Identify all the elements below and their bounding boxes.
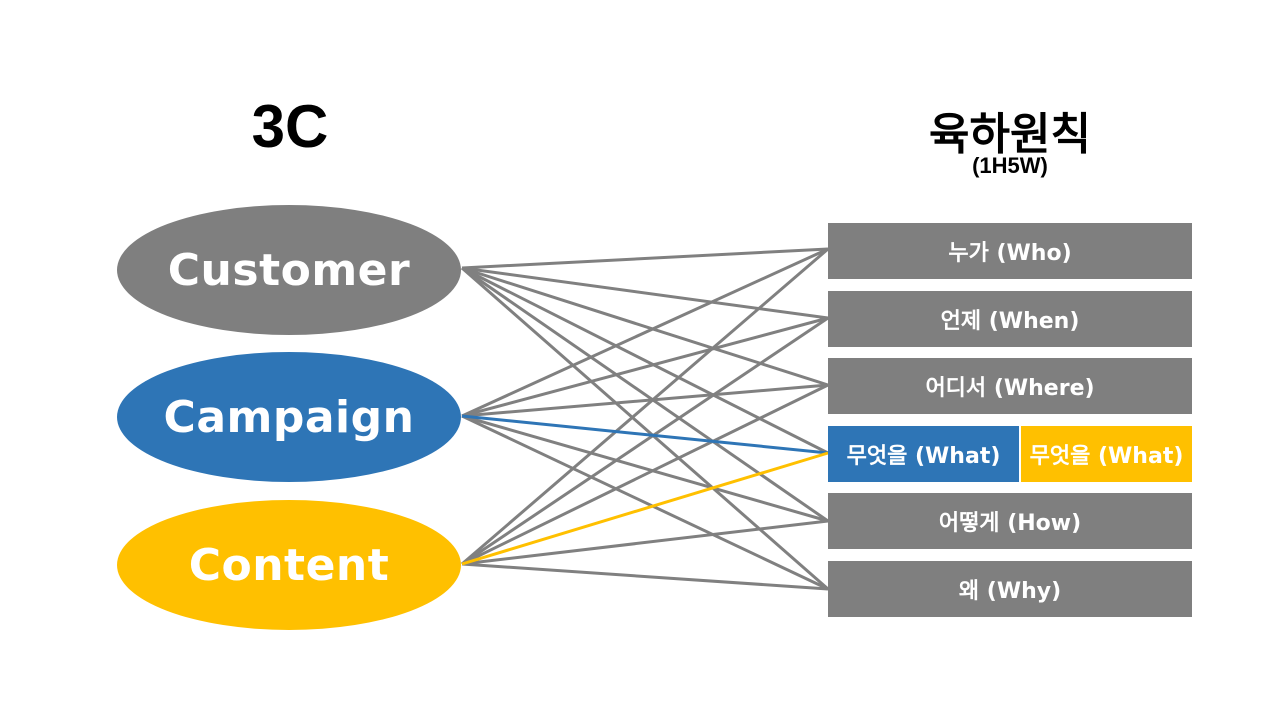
title-3c: 3C <box>251 93 329 160</box>
subtitle-1h5w: (1H5W) <box>972 153 1048 178</box>
connector-campaign-what <box>461 414 829 455</box>
box-what-yellow: 무엇을 (What) <box>1021 426 1192 482</box>
connector-customer-where <box>461 266 829 387</box>
connector-campaign-why <box>461 414 829 591</box>
connector-campaign-where <box>461 383 829 418</box>
connector-customer-who <box>461 247 829 270</box>
connector-content-where <box>461 383 829 566</box>
ellipse-customer: Customer <box>117 205 461 335</box>
box-how: 어떻게 (How) <box>828 493 1192 549</box>
box-when: 언제 (When) <box>828 291 1192 347</box>
box-what-blue: 무엇을 (What) <box>828 426 1019 482</box>
connector-content-why <box>461 562 829 591</box>
box-what-blue-label: 무엇을 (What) <box>846 444 1001 469</box>
connector-campaign-how <box>461 414 829 523</box>
ellipse-content-label: Content <box>188 539 390 591</box>
box-who-label: 누가 (Who) <box>948 241 1072 266</box>
connector-customer-what <box>461 266 829 455</box>
box-what-yellow-label: 무엇을 (What) <box>1029 444 1184 469</box>
ellipse-content: Content <box>117 500 461 630</box>
connector-content-who <box>461 247 829 566</box>
box-how-label: 어떻게 (How) <box>938 511 1082 536</box>
connector-campaign-when <box>461 316 829 418</box>
box-where: 어디서 (Where) <box>828 358 1192 414</box>
title-1h5w-korean: 육하원칙 <box>929 109 1091 160</box>
connector-customer-how <box>461 266 829 523</box>
ellipse-customer-label: Customer <box>167 244 411 296</box>
connector-content-how <box>461 519 829 566</box>
connector-content-when <box>461 316 829 566</box>
ellipse-campaign-label: Campaign <box>163 391 415 443</box>
connector-customer-why <box>461 266 829 591</box>
box-who: 누가 (Who) <box>828 223 1192 279</box>
box-why-label: 왜 (Why) <box>958 579 1062 604</box>
connector-customer-when <box>461 266 829 320</box>
ellipse-campaign: Campaign <box>117 352 461 482</box>
connector-content-what <box>461 451 829 566</box>
box-where-label: 어디서 (Where) <box>925 376 1095 401</box>
connector-campaign-who <box>461 247 829 418</box>
box-when-label: 언제 (When) <box>940 309 1080 334</box>
box-why: 왜 (Why) <box>828 561 1192 617</box>
